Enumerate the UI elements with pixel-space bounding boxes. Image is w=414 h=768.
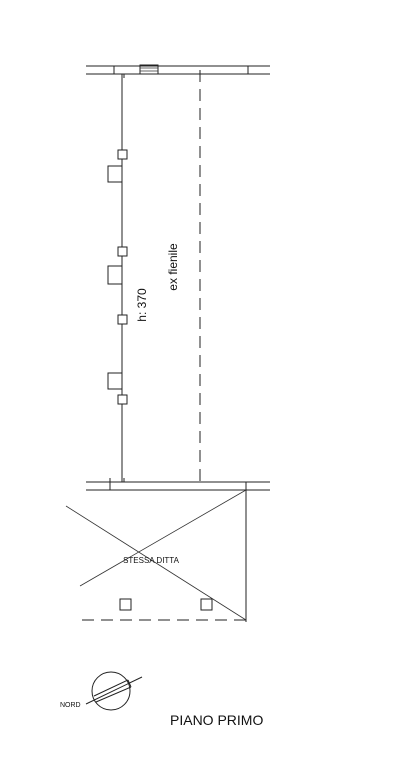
bottom-wall [86,478,270,491]
pillar [117,394,128,405]
adjoining-area [65,489,247,622]
pillar [117,149,128,160]
pillar [200,598,213,611]
window-opening [107,372,122,390]
floor-title: PIANO PRIMO [170,712,263,728]
pillar [117,314,128,325]
top-wall [86,65,270,78]
height-label: h: 370 [135,288,149,322]
window-opening [107,265,122,285]
pillar [119,598,132,611]
window-opening [107,165,122,183]
top-wall-opening [139,64,159,75]
north-label: NORD [60,702,81,709]
room-label: ex fienile [166,243,180,291]
neighbor-label: STESSA DITTA [123,556,180,565]
wall-pillars [117,149,128,405]
north-arrow-icon [85,671,143,711]
window-openings [107,165,122,390]
pillar [117,246,128,257]
